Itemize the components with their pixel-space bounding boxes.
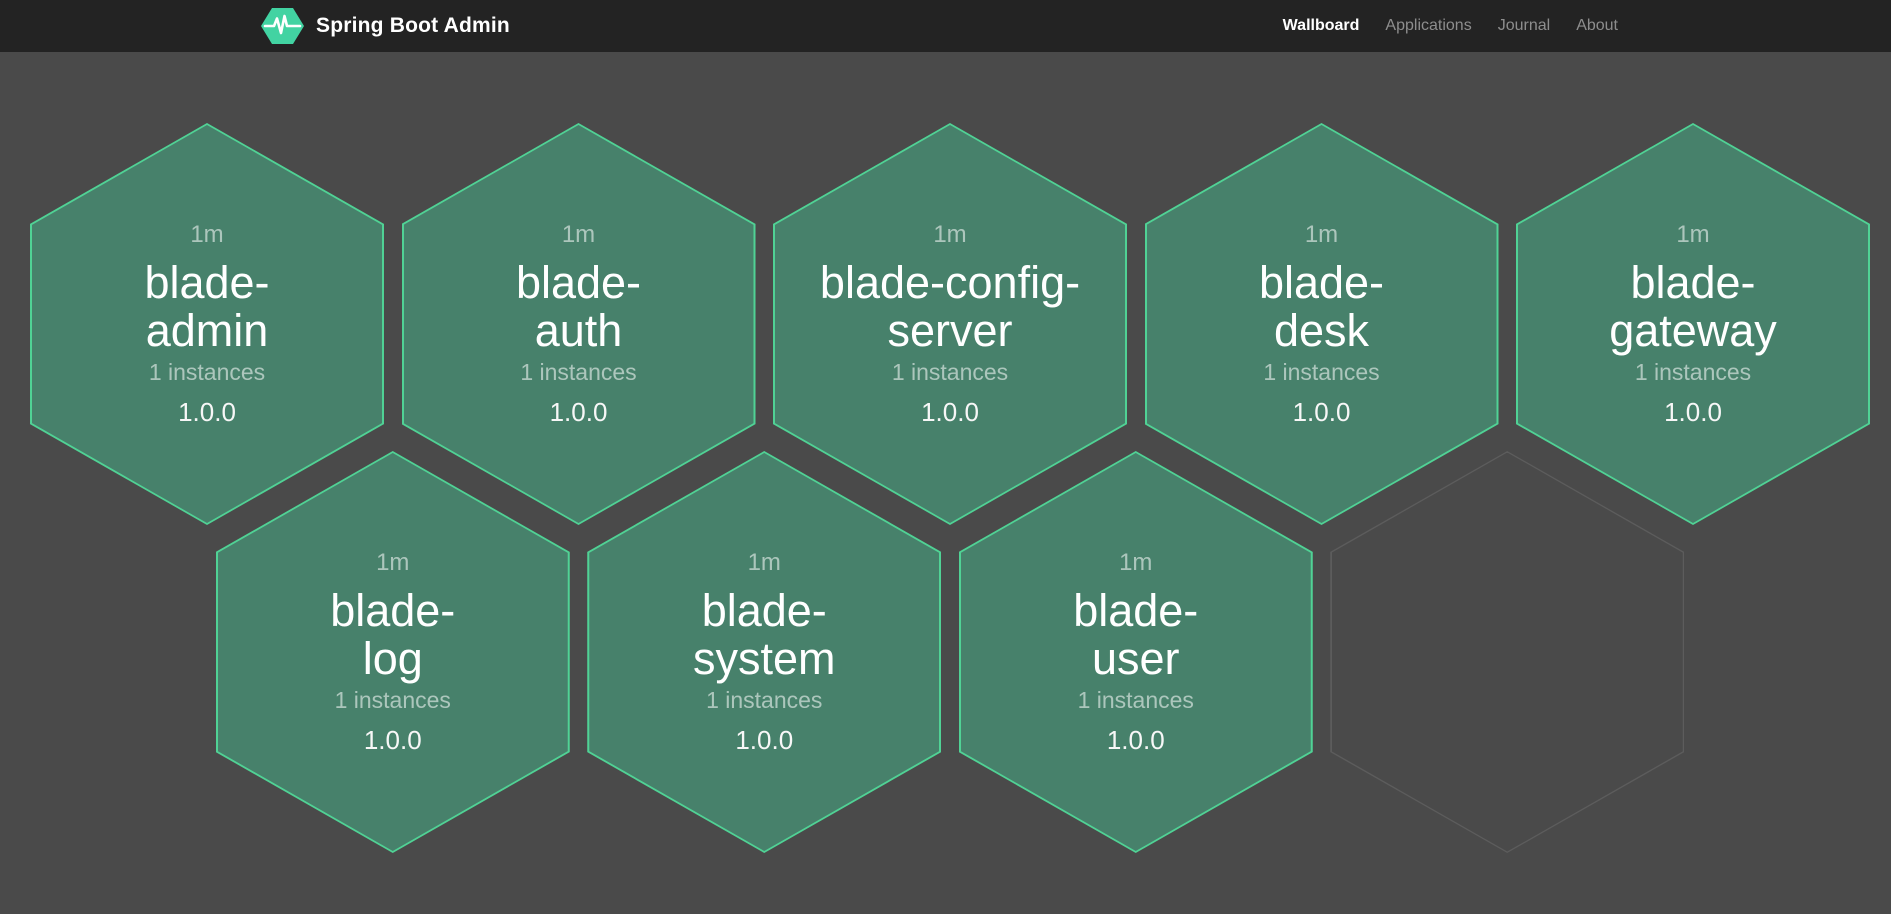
hexagon-content: 1m blade-config-server 1 instances 1.0.0 (773, 123, 1127, 525)
hexagon-content: 1m blade-admin 1 instances 1.0.0 (30, 123, 384, 525)
tile-app-name: blade-user (1073, 585, 1199, 684)
top-navbar: Spring Boot Admin Wallboard Applications J… (0, 0, 1891, 52)
brand-title: Spring Boot Admin (316, 14, 510, 37)
application-hexagon-blade-log[interactable]: 1m blade-log 1 instances 1.0.0 (215, 451, 570, 853)
tile-instances-count: 1 instances (1077, 687, 1194, 713)
tile-version: 1.0.0 (921, 397, 979, 427)
tile-version: 1.0.0 (1106, 725, 1165, 755)
nav-item-journal[interactable]: Journal (1497, 17, 1551, 34)
tile-app-name: blade-gateway (1609, 257, 1777, 356)
empty-hexagon-fill (1331, 452, 1683, 852)
empty-hexagon-placeholder (1330, 451, 1685, 853)
tile-uptime: 1m (747, 549, 781, 576)
tile-uptime: 1m (933, 221, 967, 248)
application-hexagon-blade-gateway[interactable]: 1m blade-gateway 1 instances 1.0.0 (1516, 123, 1870, 525)
tile-uptime: 1m (376, 549, 410, 576)
tile-instances-count: 1 instances (1263, 359, 1380, 385)
application-hexagon-blade-user[interactable]: 1m blade-user 1 instances 1.0.0 (958, 451, 1313, 853)
tile-uptime: 1m (1304, 221, 1339, 248)
hexagon-content: 1m blade-auth 1 instances 1.0.0 (402, 123, 756, 525)
tile-uptime: 1m (561, 221, 596, 248)
brand-link[interactable]: Spring Boot Admin (260, 7, 510, 45)
tile-uptime: 1m (1119, 549, 1153, 576)
tile-instances-count: 1 instances (334, 687, 451, 713)
hexagon-content: 1m blade-gateway 1 instances 1.0.0 (1516, 123, 1870, 525)
tile-app-name: blade-auth (515, 257, 642, 356)
tile-instances-count: 1 instances (706, 687, 823, 713)
wallboard: 1m blade-admin 1 instances 1.0.0 1m blad… (0, 52, 1891, 914)
application-hexagon-blade-config-server[interactable]: 1m blade-config-server 1 instances 1.0.0 (773, 123, 1127, 525)
nav-item-about[interactable]: About (1576, 17, 1618, 34)
hexagon-content: 1m blade-desk 1 instances 1.0.0 (1145, 123, 1499, 525)
tile-instances-count: 1 instances (148, 359, 266, 385)
tile-instances-count: 1 instances (520, 359, 637, 385)
tile-version: 1.0.0 (549, 397, 608, 427)
hexagon-content: 1m blade-log 1 instances 1.0.0 (216, 451, 570, 853)
application-hexagon-blade-system[interactable]: 1m blade-system 1 instances 1.0.0 (587, 451, 942, 853)
main-nav: Wallboard Applications Journal About (1270, 17, 1631, 35)
tile-app-name: blade-log (330, 585, 456, 684)
hexagon-content: 1m blade-user 1 instances 1.0.0 (959, 451, 1313, 853)
nav-item-applications[interactable]: Applications (1385, 17, 1472, 34)
tile-uptime: 1m (1676, 221, 1710, 248)
tile-version: 1.0.0 (1664, 397, 1722, 427)
tile-app-name: blade-admin (144, 257, 270, 356)
tile-version: 1.0.0 (178, 397, 236, 427)
tile-instances-count: 1 instances (891, 359, 1009, 385)
tile-app-name: blade-system (692, 585, 836, 684)
tile-uptime: 1m (190, 221, 224, 248)
application-hexagon-blade-auth[interactable]: 1m blade-auth 1 instances 1.0.0 (401, 123, 756, 525)
spring-boot-admin-logo-icon (260, 7, 305, 45)
tile-version: 1.0.0 (735, 725, 794, 755)
tile-app-name: blade-desk (1258, 257, 1385, 356)
nav-item-wallboard[interactable]: Wallboard (1282, 17, 1360, 34)
application-hexagon-blade-admin[interactable]: 1m blade-admin 1 instances 1.0.0 (30, 123, 384, 525)
tile-instances-count: 1 instances (1634, 359, 1752, 385)
hexagon-content: 1m blade-system 1 instances 1.0.0 (587, 451, 941, 853)
tile-version: 1.0.0 (363, 725, 422, 755)
application-hexagon-blade-desk[interactable]: 1m blade-desk 1 instances 1.0.0 (1144, 123, 1499, 525)
tile-app-name: blade-config-server (819, 257, 1081, 356)
navbar-container: Spring Boot Admin Wallboard Applications J… (260, 0, 1631, 52)
tile-version: 1.0.0 (1292, 397, 1351, 427)
